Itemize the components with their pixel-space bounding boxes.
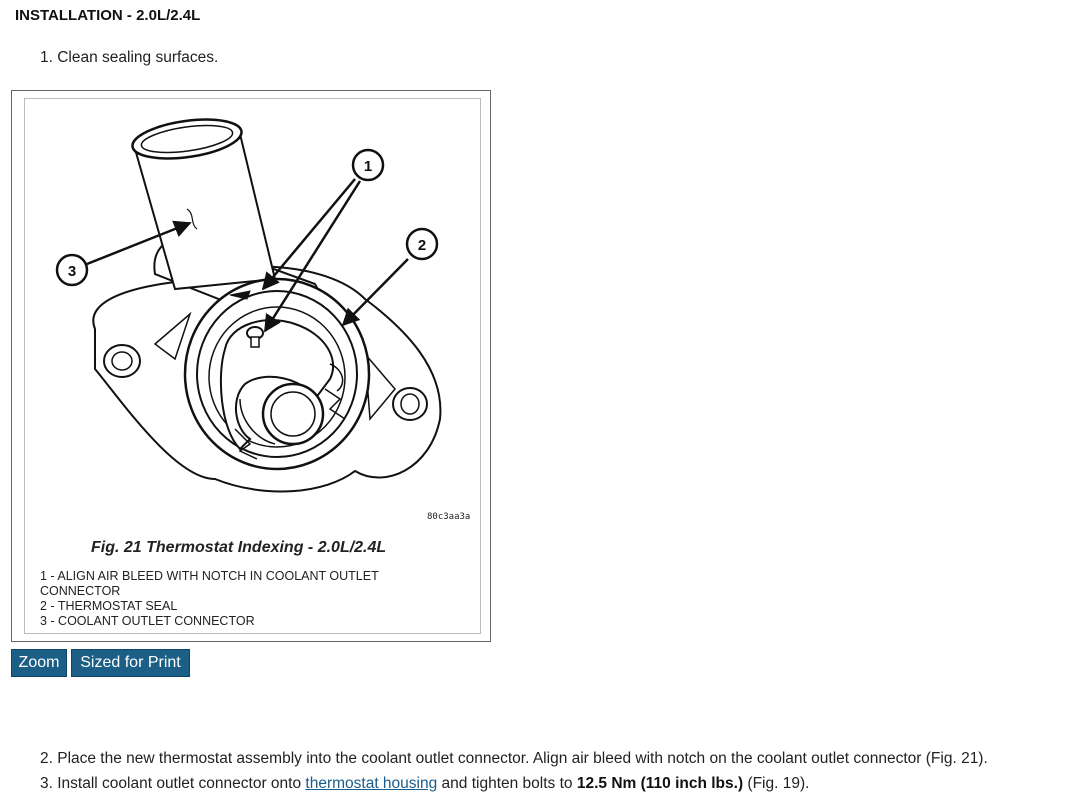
figure-code: 80c3aa3a <box>427 512 471 522</box>
page-heading: INSTALLATION - 2.0L/2.4L <box>15 7 201 24</box>
step-3: 3. Install coolant outlet connector onto… <box>40 775 809 793</box>
callout-3-label: 3 <box>68 263 76 280</box>
coolant-notch <box>229 290 251 300</box>
legend-item: 2 - THERMOSTAT SEAL <box>40 599 178 613</box>
step-3-mid: and tighten bolts to <box>437 775 577 792</box>
callout-1-label: 1 <box>364 158 372 175</box>
torque-spec: 12.5 Nm (110 inch lbs.) <box>576 775 744 792</box>
step-1: 1. Clean sealing surfaces. <box>40 49 219 66</box>
figure-legend: 1 - ALIGN AIR BLEED WITH NOTCH IN COOLAN… <box>40 569 460 629</box>
legend-item: 3 - COOLANT OUTLET CONNECTOR <box>40 614 255 628</box>
zoom-button[interactable]: Zoom <box>11 649 67 677</box>
thermostat-diagram: 1 2 3 <box>55 118 442 493</box>
step-3-prefix: 3. Install coolant outlet connector onto <box>40 775 306 792</box>
figure-caption: Fig. 21 Thermostat Indexing - 2.0L/2.4L <box>91 539 387 556</box>
callout-3: 3 <box>55 253 89 287</box>
callout-2: 2 <box>405 227 439 261</box>
thermostat-element <box>219 319 335 451</box>
callout-2-label: 2 <box>418 237 426 254</box>
step-2: 2. Place the new thermostat assembly int… <box>40 750 988 767</box>
callout-1: 1 <box>351 148 385 182</box>
thermostat-housing-link[interactable]: thermostat housing <box>305 775 438 792</box>
figure-frame: 1 2 3 80c3aa3a Fig. 21 Thermostat Indexi… <box>11 90 491 642</box>
step-3-suffix: (Fig. 19). <box>743 775 810 792</box>
figure-inner: 1 2 3 80c3aa3a Fig. 21 Thermostat Indexi… <box>24 98 481 634</box>
sized-for-print-button[interactable]: Sized for Print <box>71 649 190 677</box>
legend-item: 1 - ALIGN AIR BLEED WITH NOTCH IN COOLAN… <box>40 569 379 598</box>
